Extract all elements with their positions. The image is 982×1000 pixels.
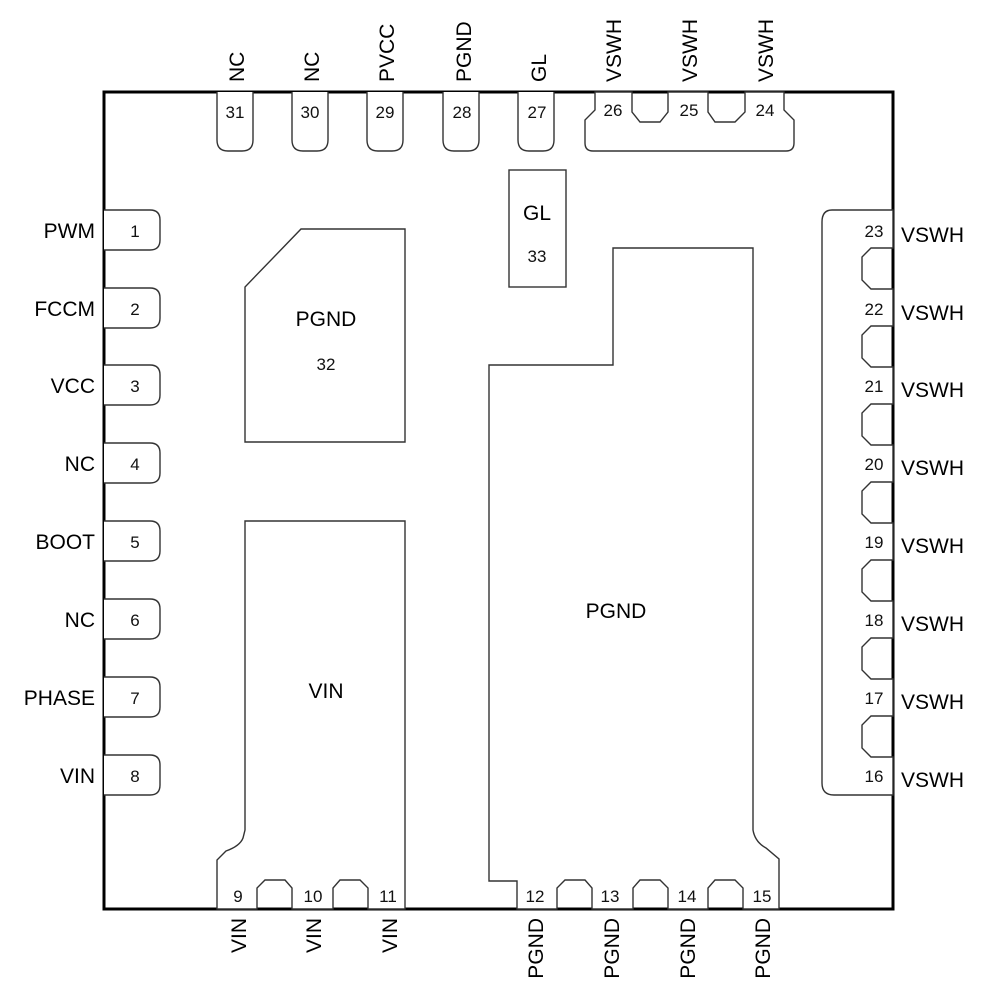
pin-number-14: 14 (678, 887, 697, 906)
exposed-pad-pgnd-32 (244, 228, 406, 443)
pin-label-23: VSWH (901, 224, 964, 247)
left-pins (104, 209, 161, 796)
package-body (102, 90, 895, 911)
pin-number-5: 5 (130, 533, 139, 552)
pin-label-6: NC (65, 609, 95, 632)
pin-number-12: 12 (526, 887, 545, 906)
pin-number-3: 3 (130, 377, 139, 396)
pin-label-8: VIN (60, 765, 95, 788)
pin-label-25: VSWH (679, 19, 702, 82)
pin-label-20: VSWH (901, 457, 964, 480)
pad-pin-3 (104, 364, 161, 406)
pin-number-2: 2 (130, 300, 139, 319)
pin-number-6: 6 (130, 611, 139, 630)
pin-number-9: 9 (233, 887, 242, 906)
pin-number-17: 17 (865, 689, 884, 708)
pin-label-2: FCCM (34, 298, 95, 321)
pad-pin-1 (104, 209, 161, 251)
exposed-pad-vin (216, 520, 406, 910)
pin-number-8: 8 (130, 767, 139, 786)
pad-pin-6 (104, 598, 161, 640)
pin-label-14: PGND (677, 918, 700, 979)
pin-label-22: VSWH (901, 302, 964, 325)
pin-number-22: 22 (865, 300, 884, 319)
pin-number-15: 15 (753, 887, 772, 906)
pad-pin-7 (104, 676, 161, 718)
pin-number-30: 30 (301, 103, 320, 122)
pin-label-7: PHASE (24, 687, 95, 710)
pin-number-31: 31 (226, 103, 245, 122)
exposed-pad-pgnd-large (488, 247, 780, 910)
pin-number-11: 11 (379, 887, 397, 906)
pin-label-12: PGND (525, 918, 548, 979)
pin-number-28: 28 (453, 103, 472, 122)
pin-label-30: NC (301, 52, 324, 82)
pad-pin-29 (366, 92, 404, 152)
pin-label-19: VSWH (901, 535, 964, 558)
pad-pins-23-16 (821, 209, 894, 796)
pin-label-9: VIN (228, 918, 251, 953)
pad-label-gl-33: GL (523, 202, 551, 225)
exposed-pad-gl-33 (508, 169, 567, 288)
pad-number-32: 32 (317, 355, 336, 374)
pad-label-vin: VIN (308, 680, 343, 703)
pin-label-24: VSWH (755, 19, 778, 82)
pin-label-5: BOOT (35, 531, 95, 554)
pin-number-1: 1 (130, 222, 139, 241)
pin-number-4: 4 (130, 455, 139, 474)
pin-label-31: NC (226, 52, 249, 82)
pin-label-1: PWM (44, 220, 95, 243)
pin-label-4: NC (65, 453, 95, 476)
pin-number-16: 16 (865, 767, 884, 786)
pin-label-27: GL (528, 54, 551, 82)
pin-number-27: 27 (528, 103, 547, 122)
pin-number-20: 20 (865, 455, 884, 474)
pin-number-25: 25 (680, 101, 699, 120)
pin-label-13: PGND (601, 918, 624, 979)
pad-label-pgnd-32: PGND (296, 308, 357, 331)
pin-label-17: VSWH (901, 691, 964, 714)
pad-number-33: 33 (528, 247, 547, 266)
pin-label-21: VSWH (901, 379, 964, 402)
pin-number-23: 23 (865, 222, 884, 241)
pin-number-18: 18 (865, 611, 884, 630)
pin-label-26: VSWH (603, 19, 626, 82)
pin-number-21: 21 (865, 377, 884, 396)
pad-pin-4 (104, 442, 161, 484)
pad-pin-31 (216, 92, 254, 152)
pin-number-24: 24 (756, 101, 775, 120)
pin-label-16: VSWH (901, 769, 964, 792)
pin-number-10: 10 (304, 887, 323, 906)
pad-pin-28 (442, 92, 480, 152)
pin-number-19: 19 (865, 533, 884, 552)
pad-pin-2 (104, 287, 161, 329)
pin-label-28: PGND (453, 21, 476, 82)
pad-pin-8 (104, 754, 161, 796)
pin-number-26: 26 (604, 101, 623, 120)
pin-label-10: VIN (303, 918, 326, 953)
pin-number-13: 13 (601, 887, 620, 906)
pin-label-15: PGND (752, 918, 775, 979)
pad-label-pgnd-large: PGND (586, 600, 647, 623)
pad-pin-27 (517, 92, 555, 152)
pin-label-11: VIN (379, 918, 402, 953)
pin-number-7: 7 (130, 689, 139, 708)
pad-pin-5 (104, 520, 161, 562)
pin-label-18: VSWH (901, 613, 964, 636)
pad-pins-26-24 (584, 91, 795, 152)
pin-label-29: PVCC (376, 24, 399, 82)
pin-label-3: VCC (51, 375, 95, 398)
pin-number-29: 29 (376, 103, 395, 122)
pad-pin-30 (291, 92, 329, 152)
